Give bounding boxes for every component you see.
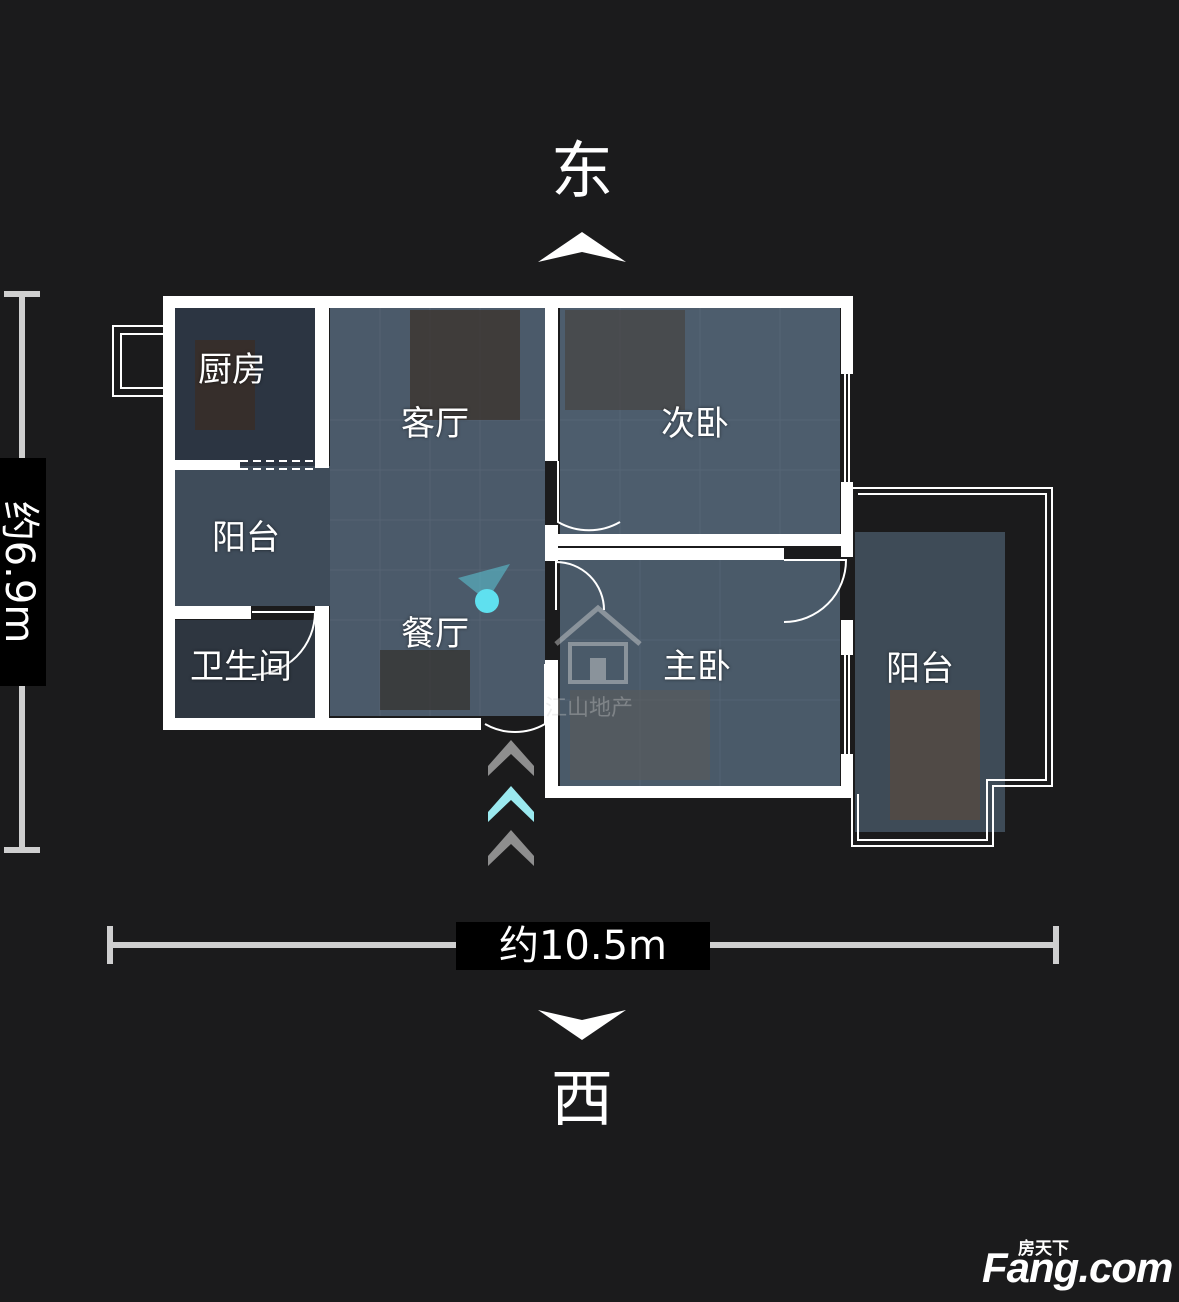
compass-south-label: 西 xyxy=(550,1062,613,1135)
room-label-balcony-right[interactable]: 阳台 xyxy=(886,649,954,689)
floor-areas xyxy=(175,306,1005,832)
width-dimension-line xyxy=(107,926,1059,964)
fang-logo: Fang.com xyxy=(982,1244,1173,1291)
room-label-second-bedroom[interactable]: 次卧 xyxy=(661,404,729,444)
fang-logo-cn: 房天下 xyxy=(1018,1239,1069,1258)
height-dimension-line xyxy=(4,291,40,853)
room-label-bathroom[interactable]: 卫生间 xyxy=(190,647,292,687)
walls xyxy=(163,296,853,798)
floor-plan xyxy=(112,296,1053,847)
compass-arrow-down-icon[interactable] xyxy=(532,1006,632,1046)
window-lines xyxy=(112,325,1053,847)
door-swings xyxy=(251,461,848,734)
room-label-kitchen[interactable]: 厨房 xyxy=(198,350,266,390)
house-watermark-icon xyxy=(554,604,642,684)
faint-watermark-text: 江山地产 xyxy=(545,696,634,721)
room-label-master-bedroom[interactable]: 主卧 xyxy=(663,647,731,687)
height-dimension-label: 约6.9m xyxy=(0,458,46,686)
room-label-living-room[interactable]: 客厅 xyxy=(401,404,469,444)
compass-arrow-up-icon[interactable] xyxy=(532,226,632,266)
room-label-balcony-left[interactable]: 阳台 xyxy=(212,518,280,558)
room-label-dining-room[interactable]: 餐厅 xyxy=(401,614,469,654)
width-dimension-label: 约10.5m xyxy=(456,922,710,970)
compass-north-label: 东 xyxy=(550,134,613,207)
entry-chevrons-icon[interactable] xyxy=(484,732,538,872)
position-marker-icon[interactable] xyxy=(452,558,522,628)
